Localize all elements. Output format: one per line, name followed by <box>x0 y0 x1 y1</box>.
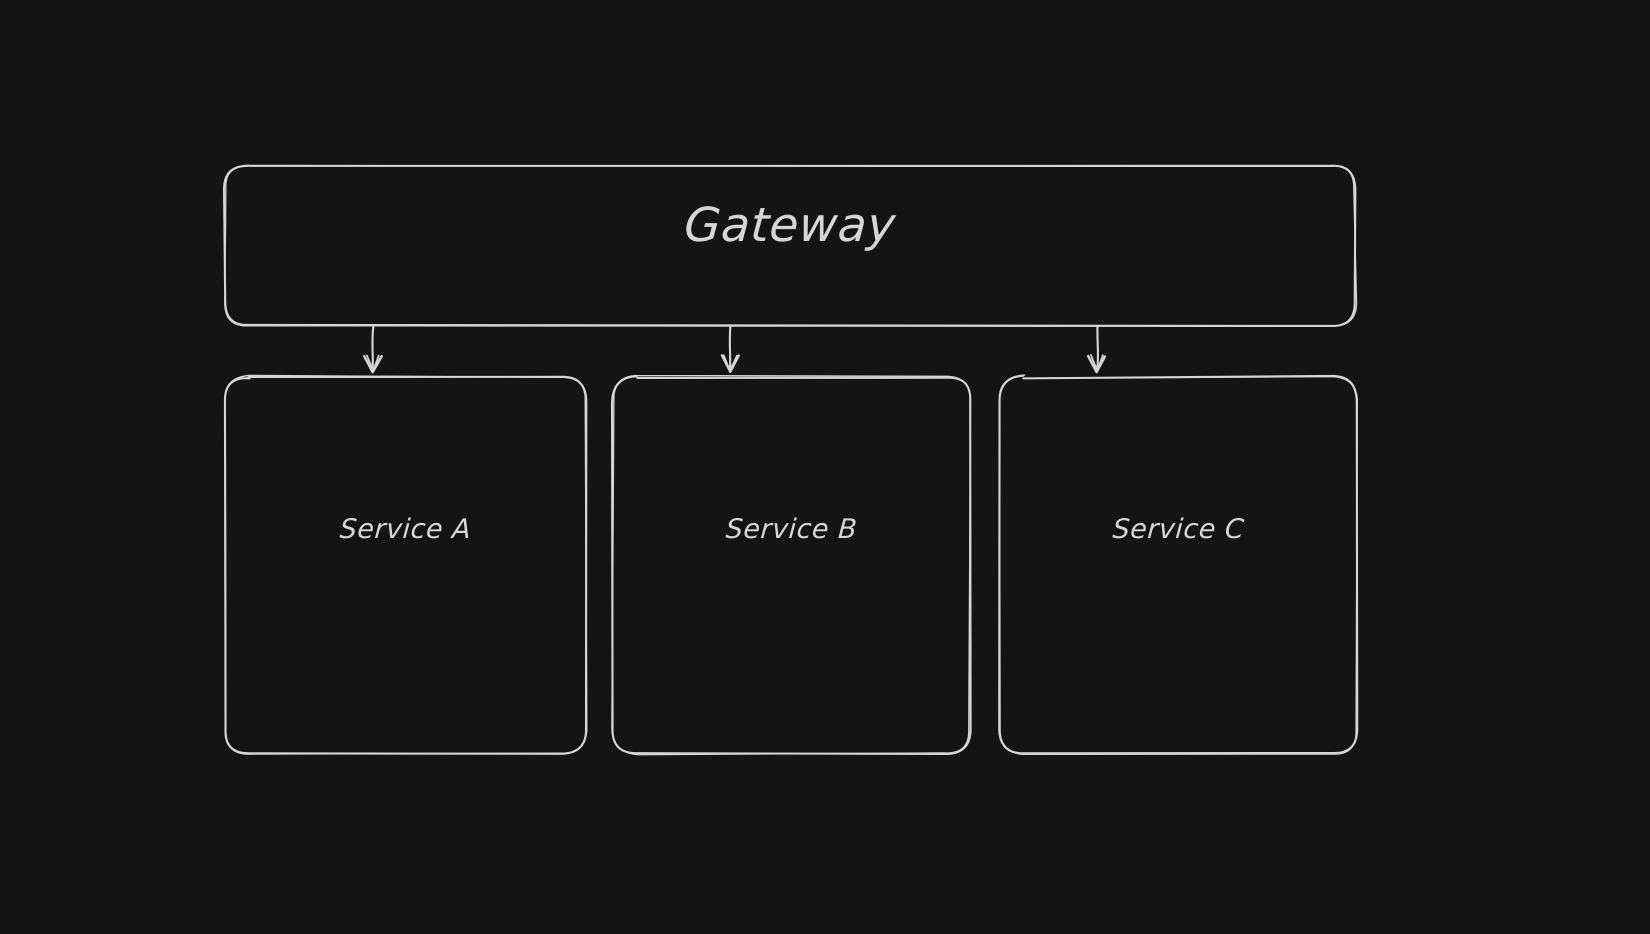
gateway-node-fill <box>225 165 1355 326</box>
gateway-to-service-b-arrowhead-2 <box>722 354 738 372</box>
service-c-fill <box>1000 377 1357 754</box>
gateway-to-service-b-shaft <box>728 324 732 374</box>
gateway-node-label: Gateway <box>682 198 898 253</box>
service-a-fill <box>225 377 586 754</box>
gateway-to-service-c-shaft <box>1095 324 1100 374</box>
gateway-to-service-a-arrowhead <box>363 354 384 374</box>
gateway-to-service-a-shaft <box>371 324 375 374</box>
gateway-to-service-c-arrowhead <box>1086 354 1107 374</box>
service-b-node-label: Service B <box>724 514 859 545</box>
gateway-to-service-a-arrowhead-2 <box>366 354 380 372</box>
gateway-to-service-c-arrowhead-2 <box>1089 354 1104 372</box>
service-a-outline-2 <box>224 374 588 755</box>
service-c-node-label: Service C <box>1111 514 1246 545</box>
service-c-outline-2 <box>998 374 1358 755</box>
service-b-fill <box>613 377 970 754</box>
gateway-node-outline-2 <box>224 164 1358 328</box>
service-a-node-label: Service A <box>338 514 473 545</box>
service-b-outline-2 <box>611 374 972 756</box>
